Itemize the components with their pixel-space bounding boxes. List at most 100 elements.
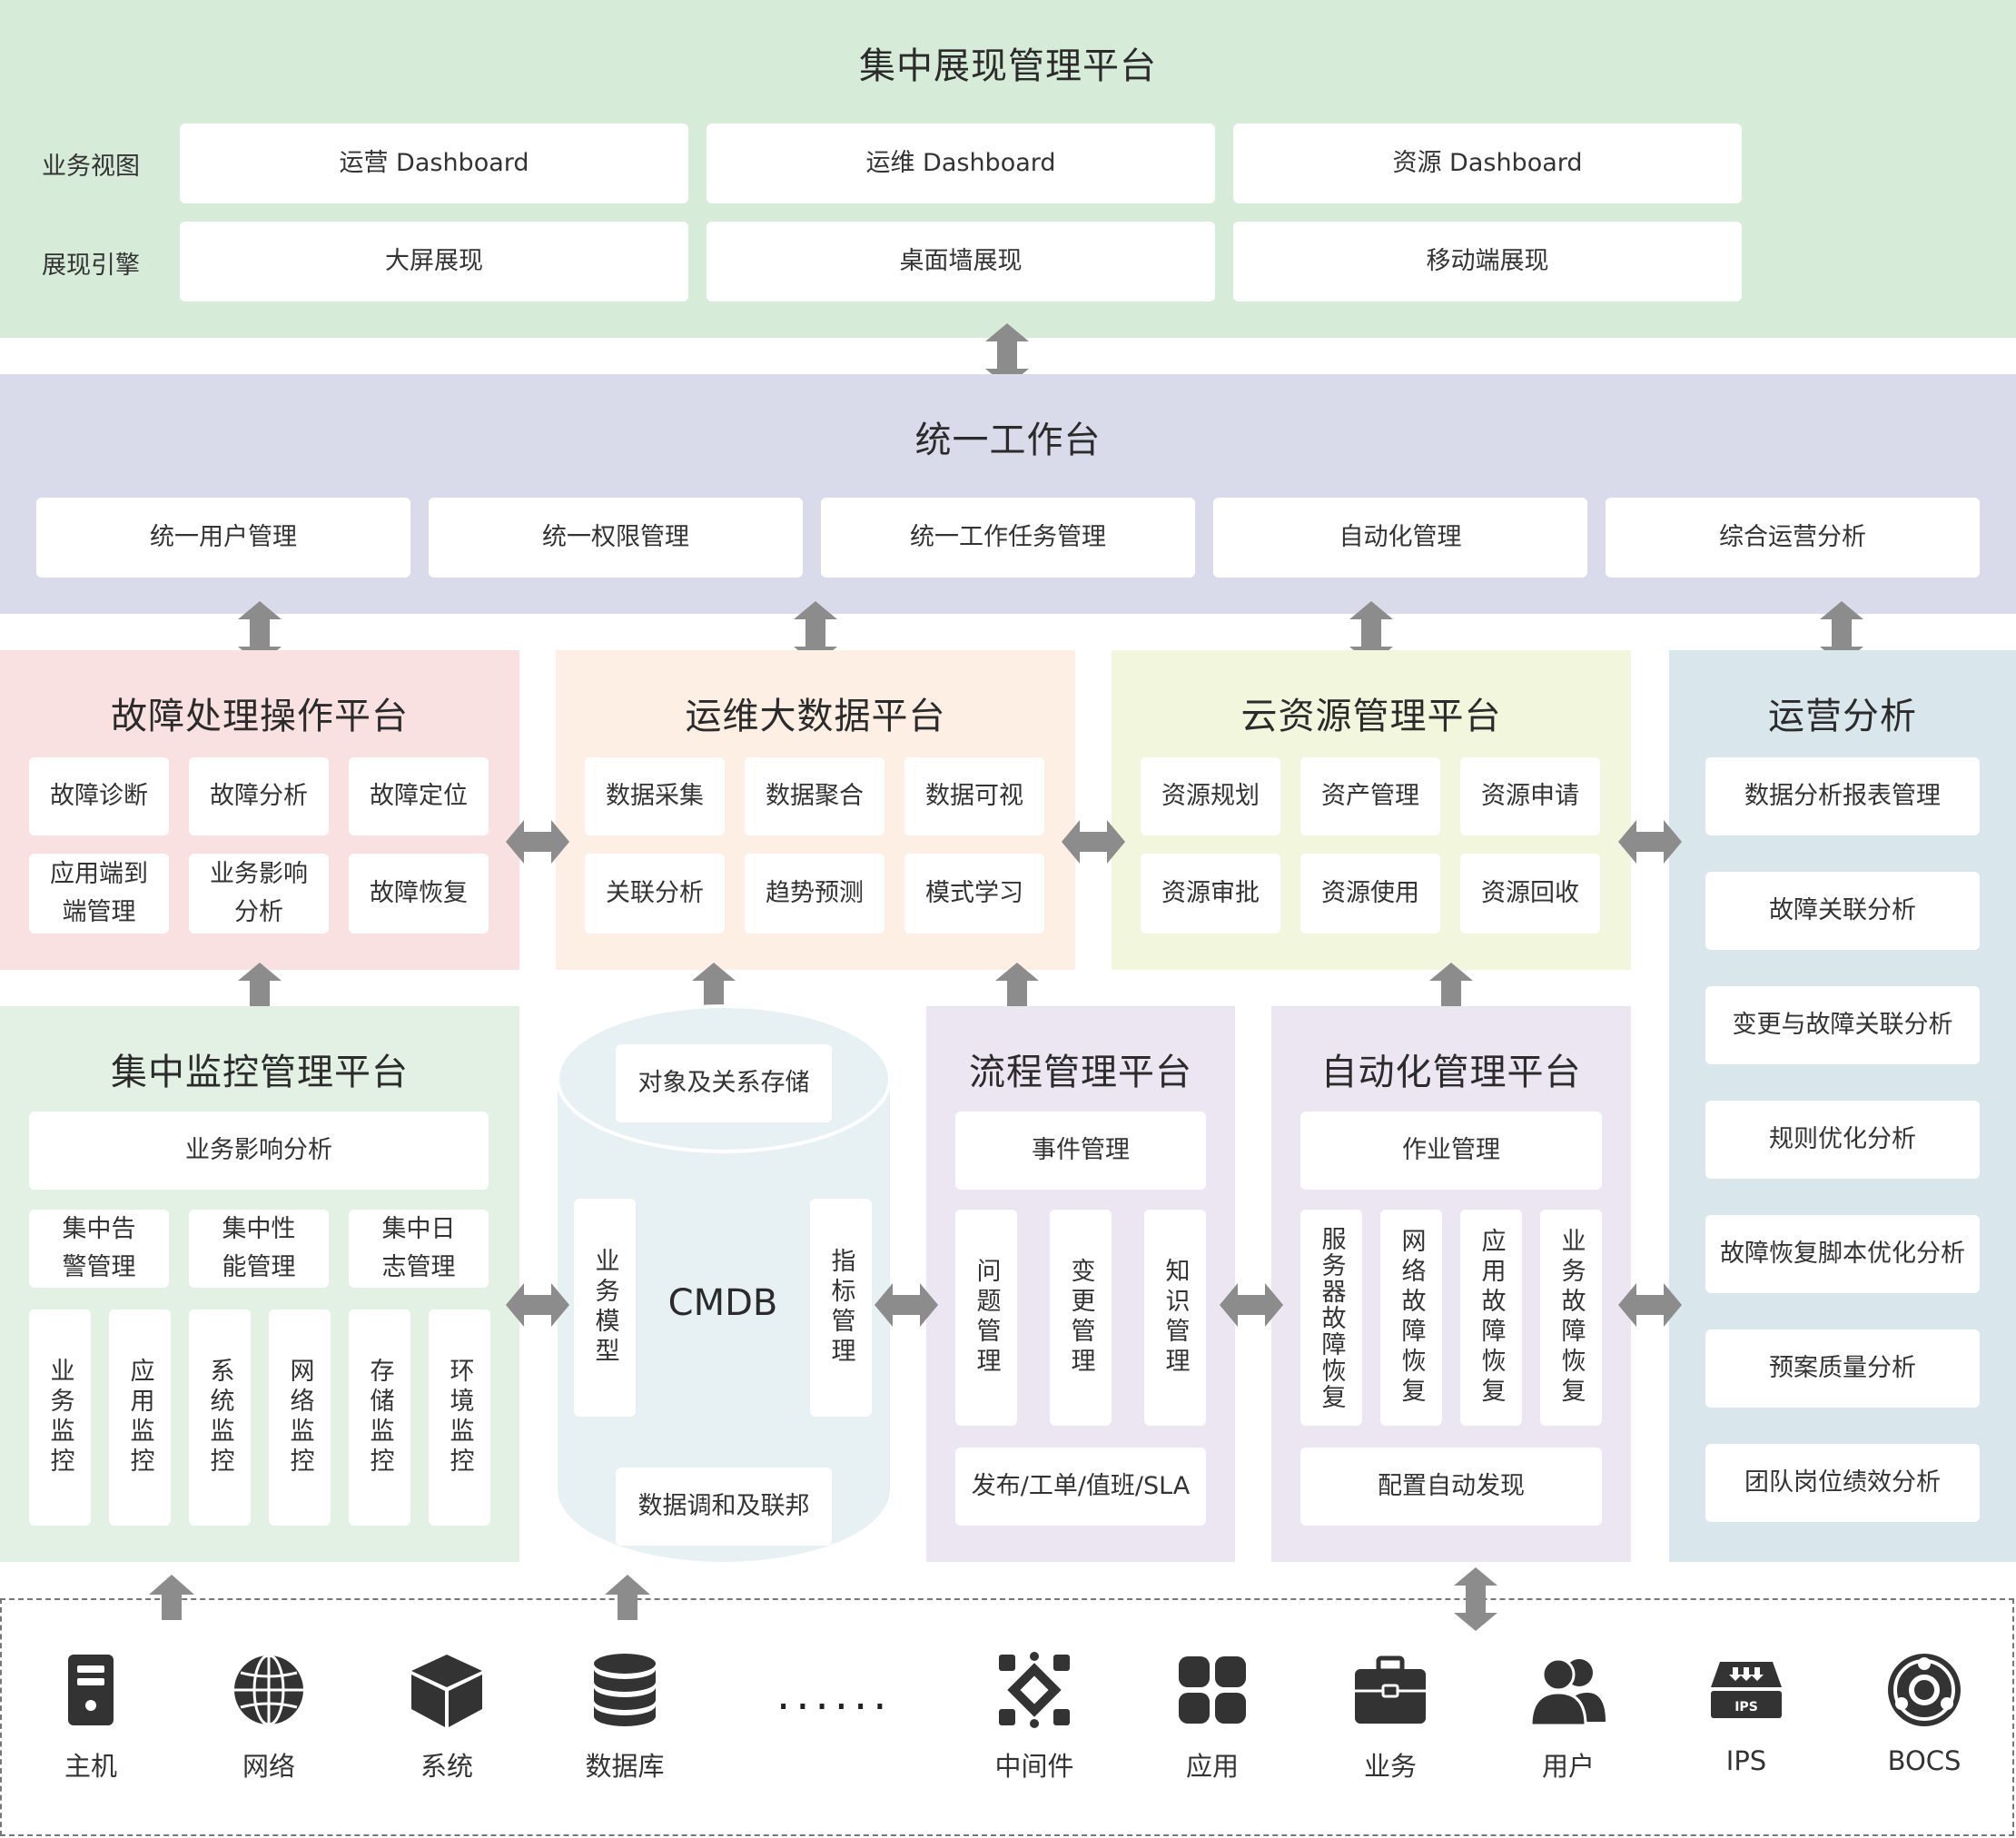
network-fault-recovery[interactable]: 网络故障恢复 — [1380, 1210, 1442, 1426]
unified-workbench-title: 统一工作台 — [914, 420, 1102, 461]
plan-quality-analysis[interactable]: 预案质量分析 — [1705, 1329, 1980, 1408]
resource-request[interactable]: 资源申请 — [1460, 757, 1600, 835]
central-alert-management[interactable]: 集中告 警管理 — [29, 1210, 169, 1288]
resource-user-label: 用户 — [1541, 1751, 1595, 1782]
business-model[interactable]: 业务模型 — [574, 1199, 636, 1417]
application-monitoring-label: 应用监控 — [125, 1358, 154, 1477]
data-aggregation[interactable]: 数据聚合 — [745, 757, 884, 835]
system-monitoring-label: 系统监控 — [205, 1358, 234, 1477]
arrow-process-automation — [1220, 1282, 1283, 1328]
dashboard-ops[interactable]: 运营 Dashboard — [180, 124, 688, 203]
dashboard-resource[interactable]: 资源 Dashboard — [1233, 124, 1742, 203]
network-monitoring[interactable]: 网络监控 — [269, 1309, 331, 1526]
resource-database-label: 数据库 — [585, 1751, 665, 1782]
resource-database[interactable]: 数据库 — [566, 1651, 684, 1784]
database-icon — [594, 1654, 656, 1726]
environment-monitoring-label: 环境监控 — [445, 1358, 474, 1477]
arrow-up-monitor — [149, 1575, 194, 1620]
storage-monitoring[interactable]: 存储监控 — [349, 1309, 410, 1526]
change-fault-correlation-analysis[interactable]: 变更与故障关联分析 — [1705, 986, 1980, 1064]
central-log-management[interactable]: 集中日 志管理 — [349, 1210, 489, 1288]
resource-network[interactable]: 网络 — [210, 1651, 328, 1784]
job-management[interactable]: 作业管理 — [1300, 1112, 1602, 1190]
system-monitoring[interactable]: 系统监控 — [189, 1309, 251, 1526]
team-performance-analysis[interactable]: 团队岗位绩效分析 — [1705, 1444, 1980, 1522]
resource-reclaim[interactable]: 资源回收 — [1460, 854, 1600, 934]
resource-application[interactable]: 应用 — [1153, 1651, 1271, 1784]
dashboard-maintenance[interactable]: 运维 Dashboard — [707, 124, 1215, 203]
metric-management[interactable]: 指标管理 — [810, 1199, 872, 1417]
unified-user-management[interactable]: 统一用户管理 — [36, 498, 410, 578]
fault-recovery[interactable]: 故障恢复 — [349, 854, 489, 934]
data-visualization[interactable]: 数据可视 — [904, 757, 1044, 835]
resource-planning[interactable]: 资源规划 — [1141, 757, 1280, 835]
unified-permission-management[interactable]: 统一权限管理 — [429, 498, 803, 578]
knowledge-management[interactable]: 知识管理 — [1144, 1210, 1206, 1426]
arrow-up-cmdb — [605, 1575, 650, 1620]
arrow-automation-resources — [1453, 1567, 1498, 1631]
middleware-icon — [999, 1652, 1070, 1728]
process-platform-title: 流程管理平台 — [969, 1052, 1192, 1093]
server-fault-recovery[interactable]: 服务器故障恢复 — [1300, 1210, 1362, 1426]
data-collection[interactable]: 数据采集 — [585, 757, 725, 835]
report-management[interactable]: 数据分析报表管理 — [1705, 757, 1980, 835]
app-end-to-end-management[interactable]: 应用端到 端管理 — [29, 854, 169, 934]
unified-task-management[interactable]: 统一工作任务管理 — [821, 498, 1195, 578]
rule-optimization-analysis[interactable]: 规则优化分析 — [1705, 1101, 1980, 1179]
problem-management[interactable]: 问题管理 — [955, 1210, 1017, 1426]
trend-prediction[interactable]: 趋势预测 — [745, 854, 884, 934]
resource-host-label: 主机 — [64, 1751, 117, 1782]
release-ticket-duty-sla[interactable]: 发布/工单/值班/SLA — [955, 1448, 1206, 1526]
asset-management[interactable]: 资产管理 — [1300, 757, 1440, 835]
fault-diagnosis[interactable]: 故障诊断 — [29, 757, 169, 835]
resource-host[interactable]: 主机 — [32, 1651, 150, 1784]
business-model-label: 业务模型 — [590, 1248, 619, 1368]
comprehensive-ops-analysis[interactable]: 综合运营分析 — [1606, 498, 1980, 578]
ops-analysis-title: 运营分析 — [1768, 696, 1917, 737]
change-management[interactable]: 变更管理 — [1050, 1210, 1112, 1426]
ips-icon: IPS — [1711, 1662, 1782, 1718]
business-monitoring-label: 业务监控 — [45, 1358, 74, 1477]
bocs-icon — [1888, 1654, 1961, 1726]
business-impact-analysis[interactable]: 业务影响 分析 — [189, 854, 329, 934]
resource-user[interactable]: 用户 — [1509, 1651, 1627, 1784]
resource-usage[interactable]: 资源使用 — [1300, 854, 1440, 934]
resource-middleware[interactable]: 中间件 — [975, 1651, 1093, 1784]
fault-location[interactable]: 故障定位 — [349, 757, 489, 835]
fault-correlation-analysis[interactable]: 故障关联分析 — [1705, 872, 1980, 950]
application-fault-recovery[interactable]: 应用故障恢复 — [1460, 1210, 1522, 1426]
central-performance-management[interactable]: 集中性 能管理 — [189, 1210, 329, 1288]
fault-analysis[interactable]: 故障分析 — [189, 757, 329, 835]
resource-bocs[interactable]: BOCS — [1865, 1651, 1983, 1776]
monitor-platform-title: 集中监控管理平台 — [111, 1052, 409, 1093]
application-monitoring[interactable]: 应用监控 — [109, 1309, 171, 1526]
business-monitoring[interactable]: 业务监控 — [29, 1309, 91, 1526]
correlation-analysis[interactable]: 关联分析 — [585, 854, 725, 934]
event-management[interactable]: 事件管理 — [955, 1112, 1206, 1190]
config-auto-discovery[interactable]: 配置自动发现 — [1300, 1448, 1602, 1526]
globe-icon — [234, 1654, 303, 1726]
pattern-learning[interactable]: 模式学习 — [904, 854, 1044, 934]
arrow-monitor-cmdb — [506, 1282, 569, 1328]
automation-management[interactable]: 自动化管理 — [1213, 498, 1587, 578]
business-fault-recovery[interactable]: 业务故障恢复 — [1540, 1210, 1602, 1426]
change-management-label: 变更管理 — [1066, 1258, 1095, 1378]
resource-ips[interactable]: IPS IPS — [1687, 1651, 1805, 1776]
resource-approval[interactable]: 资源审批 — [1141, 854, 1280, 934]
resource-system[interactable]: 系统 — [388, 1651, 506, 1784]
desktop-wall-display[interactable]: 桌面墙展现 — [707, 222, 1215, 301]
business-fault-recovery-label: 业务故障恢复 — [1556, 1228, 1586, 1408]
recovery-script-optimization[interactable]: 故障恢复脚本优化分析 — [1705, 1215, 1980, 1293]
object-relation-storage[interactable]: 对象及关系存储 — [616, 1044, 832, 1122]
resource-business[interactable]: 业务 — [1331, 1651, 1449, 1784]
metric-management-label: 指标管理 — [826, 1248, 855, 1368]
fault-platform-title: 故障处理操作平台 — [111, 696, 409, 737]
row-label-display-engine: 展现引擎 — [42, 252, 140, 280]
mobile-display[interactable]: 移动端展现 — [1233, 222, 1742, 301]
cloud-platform-title: 云资源管理平台 — [1240, 696, 1502, 737]
environment-monitoring[interactable]: 环境监控 — [429, 1309, 490, 1526]
users-icon — [1529, 1657, 1606, 1727]
big-screen-display[interactable]: 大屏展现 — [180, 222, 688, 301]
data-reconciliation-federation[interactable]: 数据调和及联邦 — [616, 1467, 832, 1546]
monitor-business-impact[interactable]: 业务影响分析 — [29, 1112, 489, 1190]
